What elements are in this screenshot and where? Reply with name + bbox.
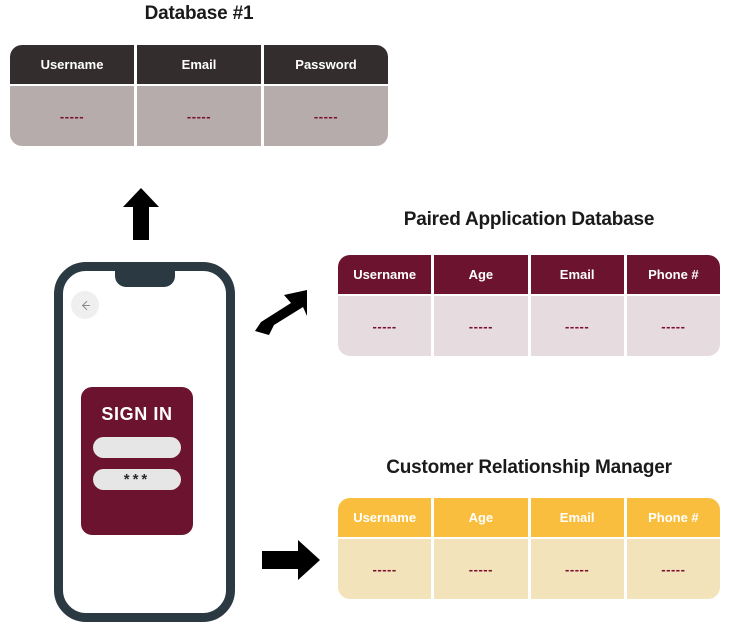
column-header-email: Email <box>137 45 261 84</box>
column-header-username: Username <box>338 498 432 537</box>
column-header-password: Password <box>264 45 388 84</box>
cell-phone: ----- <box>626 539 720 599</box>
arrow-left-icon <box>81 300 90 310</box>
password-input[interactable]: *** <box>93 469 181 490</box>
cell-username: ----- <box>338 296 432 356</box>
back-button[interactable] <box>71 291 99 319</box>
phone-mockup: SIGN IN *** <box>54 262 235 622</box>
table-header-row: Username Age Email Phone # <box>338 255 720 294</box>
database-1-table: Username Email Password ----- ----- ----… <box>10 45 388 146</box>
database-1-title: Database #1 <box>144 3 254 24</box>
sign-in-title: SIGN IN <box>101 404 173 424</box>
cell-age: ----- <box>434 539 528 599</box>
customer-relationship-manager-table: Username Age Email Phone # ----- ----- -… <box>338 498 720 599</box>
cell-password: ----- <box>264 86 388 146</box>
cell-phone: ----- <box>626 296 720 356</box>
cell-email: ----- <box>530 539 624 599</box>
table-row: ----- ----- ----- ----- <box>338 539 720 599</box>
column-header-username: Username <box>10 45 134 84</box>
username-input[interactable] <box>93 437 181 458</box>
table-header-row: Username Age Email Phone # <box>338 498 720 537</box>
table-row: ----- ----- ----- <box>10 86 388 146</box>
column-header-email: Email <box>530 255 624 294</box>
column-header-age: Age <box>434 498 528 537</box>
column-header-age: Age <box>434 255 528 294</box>
cell-age: ----- <box>434 296 528 356</box>
arrow-up-right-icon <box>255 290 307 335</box>
paired-application-database-title: Paired Application Database <box>403 209 655 230</box>
table-header-row: Username Email Password <box>10 45 388 84</box>
cell-username: ----- <box>338 539 432 599</box>
sign-in-card: SIGN IN *** <box>81 387 193 535</box>
paired-application-database-table: Username Age Email Phone # ----- ----- -… <box>338 255 720 356</box>
column-header-phone: Phone # <box>626 255 720 294</box>
column-header-email: Email <box>530 498 624 537</box>
column-header-phone: Phone # <box>626 498 720 537</box>
cell-email: ----- <box>530 296 624 356</box>
arrow-right-icon <box>262 540 320 580</box>
column-header-username: Username <box>338 255 432 294</box>
customer-relationship-manager-title: Customer Relationship Manager <box>386 457 672 478</box>
cell-email: ----- <box>137 86 261 146</box>
arrow-up-icon <box>123 188 159 240</box>
phone-notch <box>114 270 175 287</box>
table-row: ----- ----- ----- ----- <box>338 296 720 356</box>
cell-username: ----- <box>10 86 134 146</box>
